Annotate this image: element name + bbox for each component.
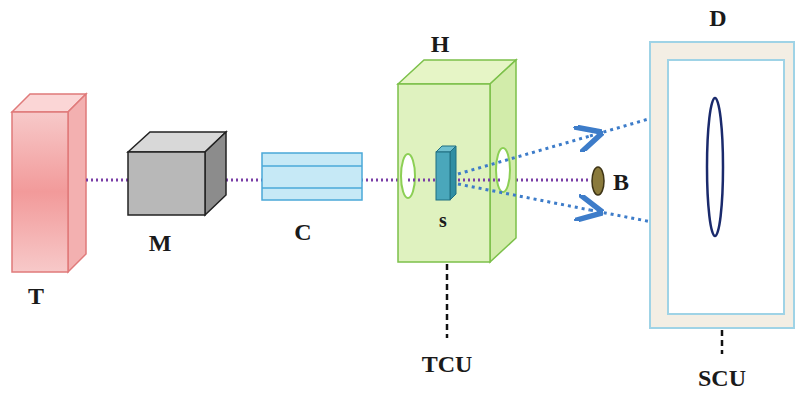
- part-label: B: [613, 170, 629, 194]
- part-label: D: [709, 6, 726, 30]
- control-lead: [446, 264, 449, 338]
- monochromator-cube: [128, 132, 226, 215]
- collimator-tube: [262, 153, 362, 200]
- source-block: [12, 94, 86, 272]
- part-label: TCU: [422, 352, 473, 376]
- part-label: SCU: [698, 366, 746, 390]
- part-label: s: [439, 210, 447, 230]
- sample: [436, 146, 456, 200]
- part-label: T: [28, 284, 44, 308]
- part-label: M: [149, 231, 172, 255]
- part-label: H: [431, 32, 450, 56]
- detector: [650, 42, 794, 328]
- part-label: C: [294, 220, 311, 244]
- control-lead: [721, 330, 724, 354]
- beam-stop: [592, 167, 604, 195]
